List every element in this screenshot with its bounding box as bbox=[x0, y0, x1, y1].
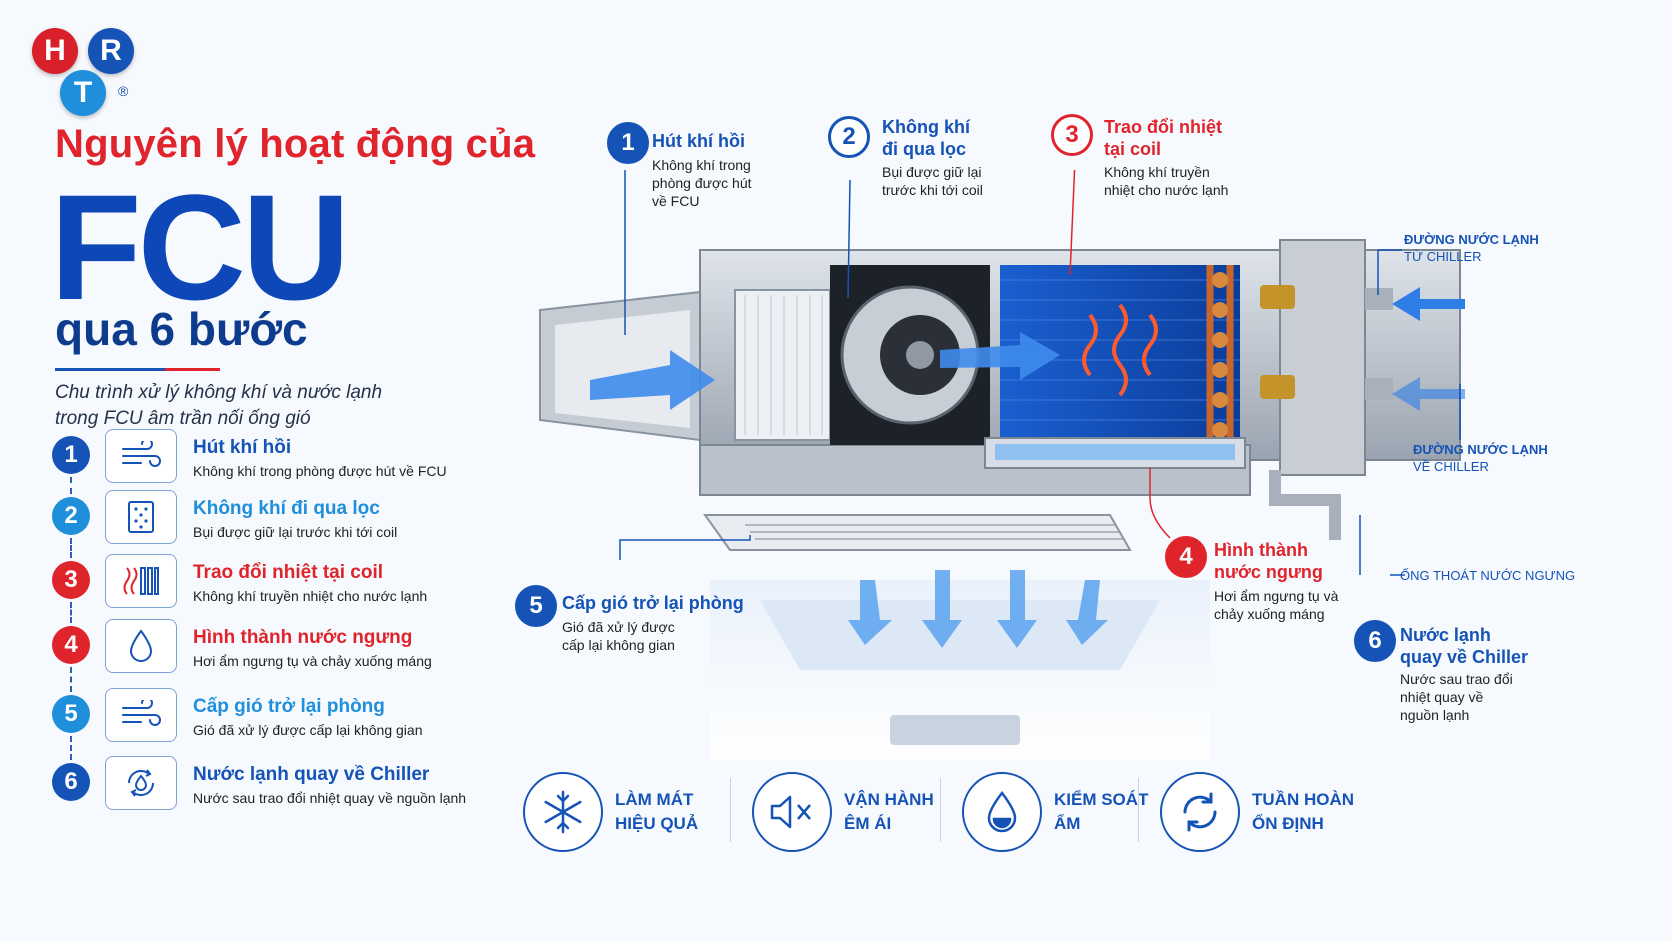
leader-lines bbox=[619, 170, 1461, 576]
step-2-title: Không khí đi qua lọc bbox=[193, 498, 380, 519]
step-connector bbox=[70, 477, 72, 494]
step-2-desc: Bụi được giữ lại trước khi tới coil bbox=[193, 524, 398, 540]
feature-separator bbox=[1138, 778, 1139, 842]
callout-5-number: 5 bbox=[515, 585, 557, 627]
return-pipe bbox=[1365, 378, 1393, 400]
title-description: Chu trình xử lý không khí và nước lạnh t… bbox=[55, 382, 383, 429]
callout-4-number: 4 bbox=[1165, 536, 1207, 578]
logo-h: H bbox=[32, 28, 78, 74]
drain-pipe-label: ỐNG THOÁT NƯỚC NGƯNG bbox=[1400, 568, 1576, 583]
valves bbox=[1260, 285, 1295, 399]
step-4-number: 4 bbox=[52, 626, 90, 664]
step-1-number: 1 bbox=[52, 436, 90, 474]
logo-t: T bbox=[60, 70, 106, 116]
callout-2-number: 2 bbox=[828, 116, 870, 158]
step-connector bbox=[70, 538, 72, 558]
step-5-title: Cấp gió trở lại phòng bbox=[193, 696, 385, 717]
logo-r: R bbox=[88, 28, 134, 74]
step-6-number: 6 bbox=[52, 763, 90, 801]
heat-wave bbox=[1082, 303, 1158, 397]
callout-6-number: 6 bbox=[1354, 620, 1396, 662]
step-6-desc: Nước sau trao đổi nhiệt quay về nguồn lạ… bbox=[193, 790, 467, 806]
step-4-desc: Hơi ẩm ngưng tụ và chảy xuống máng bbox=[193, 653, 432, 669]
copper-tubes bbox=[1206, 265, 1234, 445]
supply-air-arrows bbox=[848, 570, 1108, 648]
step-connector bbox=[70, 736, 72, 760]
callout-1-title: Hút khí hồi bbox=[652, 131, 745, 151]
outflow-arrow bbox=[1392, 377, 1465, 411]
snowflake-icon bbox=[523, 772, 603, 852]
filter bbox=[734, 289, 831, 441]
title-underline-red bbox=[165, 368, 220, 371]
airflow-arrows bbox=[590, 332, 1060, 410]
step-6-title: Nước lạnh quay về Chiller bbox=[193, 764, 430, 785]
step-connector bbox=[70, 602, 72, 623]
step-3-title: Trao đổi nhiệt tại coil bbox=[193, 562, 384, 583]
humidity-drop-icon bbox=[962, 772, 1042, 852]
step-3-number: 3 bbox=[52, 561, 90, 599]
step-2-number: 2 bbox=[52, 497, 90, 535]
airflow-icon bbox=[105, 429, 177, 483]
supply-pipe bbox=[1365, 288, 1393, 310]
callout-1-number: 1 bbox=[607, 122, 649, 164]
valve-box bbox=[1279, 239, 1366, 476]
step-5-number: 5 bbox=[52, 695, 90, 733]
step-4-title: Hình thành nước ngưng bbox=[193, 627, 413, 648]
title-fcu: FCU bbox=[50, 163, 350, 331]
step-5-desc: Gió đã xử lý được cấp lại không gian bbox=[193, 722, 423, 738]
headline: Nguyên lý hoạt động của bbox=[55, 122, 536, 166]
feature-separator bbox=[730, 778, 731, 842]
heat-exchange-icon bbox=[105, 554, 177, 608]
logo-registered: ® bbox=[118, 83, 129, 99]
callout-5-title: Cấp gió trở lại phòng bbox=[562, 593, 744, 613]
cycle-water-icon bbox=[105, 756, 177, 810]
feature-separator bbox=[940, 778, 941, 842]
step-connector bbox=[70, 667, 72, 692]
drain-pipe bbox=[1269, 470, 1341, 540]
supply-air-icon bbox=[105, 688, 177, 742]
recycle-icon bbox=[1160, 772, 1240, 852]
step-3-desc: Không khí truyền nhiệt cho nước lạnh bbox=[193, 588, 428, 604]
inflow-arrow bbox=[1392, 287, 1465, 321]
step-1-desc: Không khí trong phòng được hút về FCU bbox=[193, 463, 447, 479]
fcu-diagram bbox=[539, 170, 1465, 760]
water-drop-icon bbox=[105, 619, 177, 673]
step-1-title: Hút khí hồi bbox=[193, 437, 292, 458]
filter-icon bbox=[105, 490, 177, 544]
title-subtitle: qua 6 bước bbox=[55, 303, 308, 355]
mute-speaker-icon bbox=[752, 772, 832, 852]
callout-3-number: 3 bbox=[1051, 114, 1093, 156]
title-underline bbox=[55, 368, 165, 371]
